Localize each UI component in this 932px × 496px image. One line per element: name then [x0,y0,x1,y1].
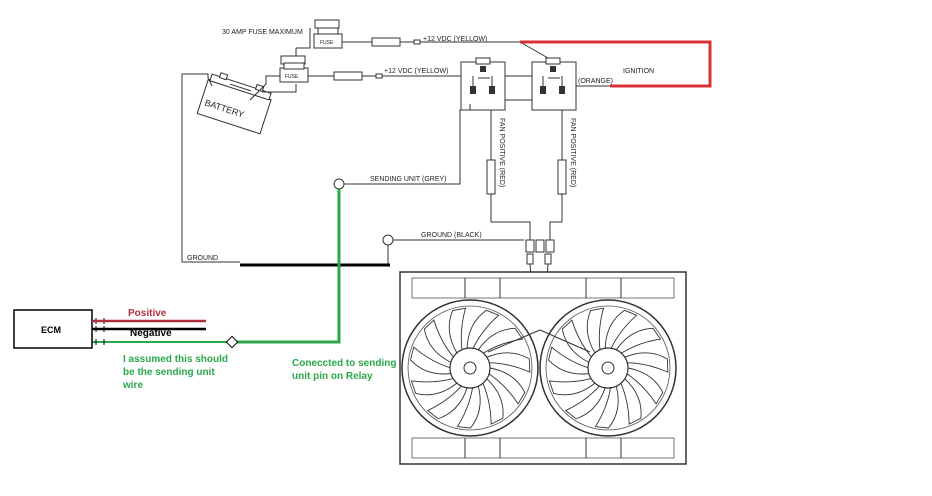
fan-blade [604,309,638,349]
fan-blade [624,352,669,373]
ground-black-label: GROUND (BLACK) [421,232,482,239]
fan-blade [626,367,664,405]
fan-blade [564,385,606,420]
sending-unit-label: SENDING UNIT (GREY) [370,176,447,183]
fan-blade [488,367,526,405]
fan-blade [548,346,590,375]
fan-blade [586,307,605,354]
fan-right [539,299,677,437]
fan-positive-right: FAN POSITIVE (RED) [549,110,576,240]
relay-right [531,57,577,111]
assumed-note-line3: wire [122,380,143,391]
fan-blade [410,378,458,396]
fan-blade [456,385,481,429]
fan-blade [466,309,500,349]
fan-positive-left: FAN POSITIVE (RED) [486,110,531,240]
splice-diamond [225,335,239,349]
fan-left [401,299,539,437]
ignition-label: IGNITION [623,68,654,75]
vdc-yellow-mid-label: +12 VDC (YELLOW) [384,68,448,75]
fuse-top-label: FUSE [320,40,334,46]
wire-ignition [520,40,712,88]
connected-note-line1: Coneccted to sending [292,358,396,369]
fan-positive-right-label: FAN POSITIVE (RED) [569,118,576,187]
ground-terminal [382,234,394,246]
positive-label: Positive [128,308,167,319]
relay-left [460,57,506,111]
wire-sending-unit [344,104,471,185]
fan-blade [482,378,504,425]
assumed-note-line2: be the sending unit [123,367,215,378]
fan-blade [423,319,454,363]
ground-label: GROUND [187,255,218,262]
fan-positive-left-label: FAN POSITIVE (RED) [498,118,505,187]
battery: BATTERY [196,72,272,135]
fan-blade [448,307,467,354]
fan-blade [426,385,468,420]
fan-blade [486,352,531,373]
fuse-bottom-label: FUSE [285,74,299,80]
fuse-bottom: FUSE [279,55,309,83]
fan-blade [615,327,662,354]
fuse-top: FUSE [313,19,343,49]
sending-unit-terminal [333,178,345,190]
wire-battery-ground [181,73,240,263]
fan-blade [548,378,596,396]
fan-blade [477,327,524,354]
fan-blade [410,346,452,375]
ecm-label: ECM [41,325,61,335]
fan-blade [620,378,642,425]
fan-blade [594,385,619,429]
wire-sending-green [232,189,341,344]
orange-label: (ORANGE) [578,78,613,85]
ecm-box [13,309,93,349]
vdc-yellow-top-label: +12 VDC (YELLOW) [423,36,487,43]
wire-battery-fuse [249,75,280,101]
connector-mid [333,71,363,81]
connector-top [371,37,401,47]
assumed-note-line1: I assumed this should [123,354,228,365]
connected-note-line2: unit pin on Relay [292,371,373,382]
fuse-max-label: 30 AMP FUSE MAXIMUM [222,29,303,36]
negative-label: Negative [130,328,172,339]
